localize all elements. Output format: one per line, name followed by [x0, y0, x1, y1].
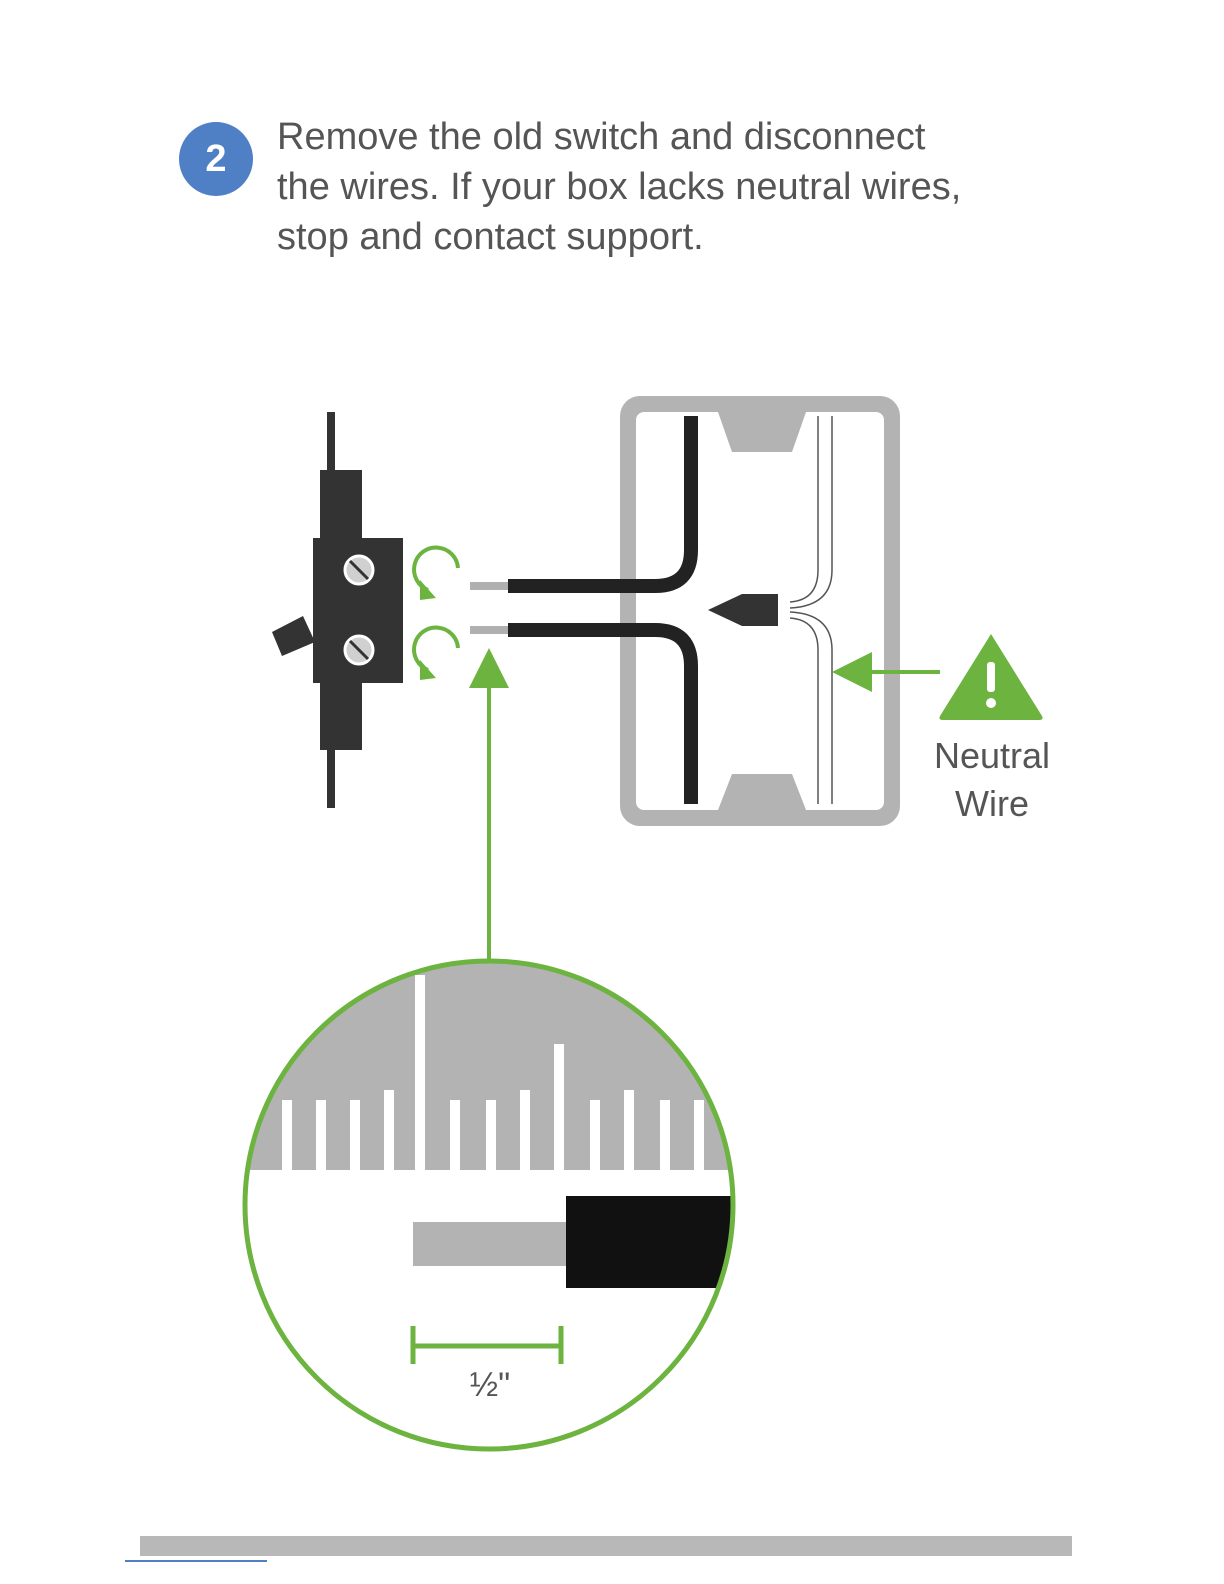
measurement-bracket [413, 1326, 561, 1364]
switch-toggle [272, 616, 315, 656]
old-switch [272, 412, 403, 808]
stripped-copper [413, 1222, 569, 1266]
rotate-arrow-icon-bottom [414, 628, 458, 680]
neutral-label-line-1: Neutral [912, 732, 1072, 780]
footer-accent-line [125, 1560, 267, 1562]
box-bottom-tab [718, 774, 806, 810]
screw-terminal-bottom [345, 636, 373, 664]
strip-length-label: ½" [440, 1366, 540, 1405]
stripped-end-top [470, 582, 508, 590]
box-top-tab [718, 412, 806, 452]
wire-insulation [566, 1196, 746, 1288]
rotate-arrow-icon-top [414, 548, 458, 600]
stripped-end-bottom [470, 626, 508, 634]
neutral-wire-label: Neutral Wire [912, 732, 1072, 828]
neutral-label-line-2: Wire [912, 780, 1072, 828]
screw-terminal-top [345, 556, 373, 584]
warning-triangle-icon [939, 634, 1042, 720]
footer-bar [140, 1536, 1072, 1556]
